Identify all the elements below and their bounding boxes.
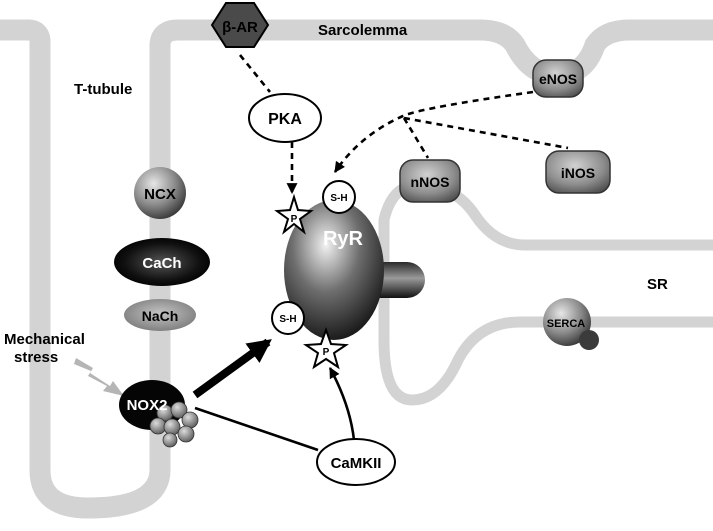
- pka-node: [248, 93, 322, 143]
- serca-label: SERCA: [547, 318, 586, 330]
- pka-label: PKA: [268, 111, 302, 128]
- sh-site-top-label: S-H: [330, 193, 347, 204]
- nox2-to-sh-arrow: [192, 338, 272, 399]
- t-tubule-label: T-tubule: [74, 81, 132, 98]
- sarcolemma-label: Sarcolemma: [318, 22, 408, 39]
- beta-ar-to-pka-link: [238, 54, 272, 93]
- sarcolemma-membrane: [0, 19, 713, 519]
- inos-node: [545, 150, 611, 194]
- ncx-label: NCX: [144, 186, 176, 203]
- enos-node: [532, 59, 584, 98]
- nnos-label: nNOS: [411, 174, 450, 190]
- cach-node: [114, 238, 210, 286]
- nach-label: NaCh: [142, 308, 179, 324]
- p-site-top: [274, 193, 314, 235]
- sh-site-top: [322, 180, 356, 214]
- beta-ar-label: β-AR: [222, 19, 258, 36]
- sr-label: SR: [647, 276, 668, 293]
- p-site-top-label: P: [291, 214, 298, 225]
- camkii-to-p-arrow: [328, 367, 356, 441]
- cach-label: CaCh: [142, 255, 181, 272]
- ryr-label: RyR: [323, 228, 364, 250]
- camkii-label: CaMKII: [331, 455, 382, 472]
- sr-membrane: [378, 179, 713, 406]
- nox2-label: NOX2: [127, 397, 168, 414]
- nach-node: [124, 299, 196, 331]
- serca-subunit: [579, 330, 599, 350]
- beta-ar-hexagon-shape: [210, 2, 270, 48]
- ncx-node: [134, 167, 186, 219]
- enos-label: eNOS: [539, 71, 577, 87]
- ryr-node: [284, 200, 384, 340]
- camkii-node: [316, 438, 396, 486]
- serca-node: [543, 298, 591, 346]
- enos-to-sh-arrow: [333, 90, 534, 173]
- inos-label: iNOS: [561, 165, 595, 181]
- p-site-bottom: [302, 327, 350, 370]
- nox2-subunits: [149, 401, 199, 448]
- mechanical-stress-label-line2: stress: [14, 349, 58, 366]
- sh-site-left: [271, 301, 305, 335]
- p-site-bottom-label: P: [323, 347, 330, 358]
- nox2-to-camkii-link: [194, 406, 319, 452]
- inos-branch-link: [403, 116, 569, 150]
- mechanical-stress-label-line1: Mechanical: [4, 331, 85, 348]
- nnos-node: [399, 159, 461, 203]
- nnos-branch-link: [402, 117, 430, 159]
- sh-site-left-label: S-H: [279, 314, 296, 325]
- lightning-icon: [74, 358, 124, 396]
